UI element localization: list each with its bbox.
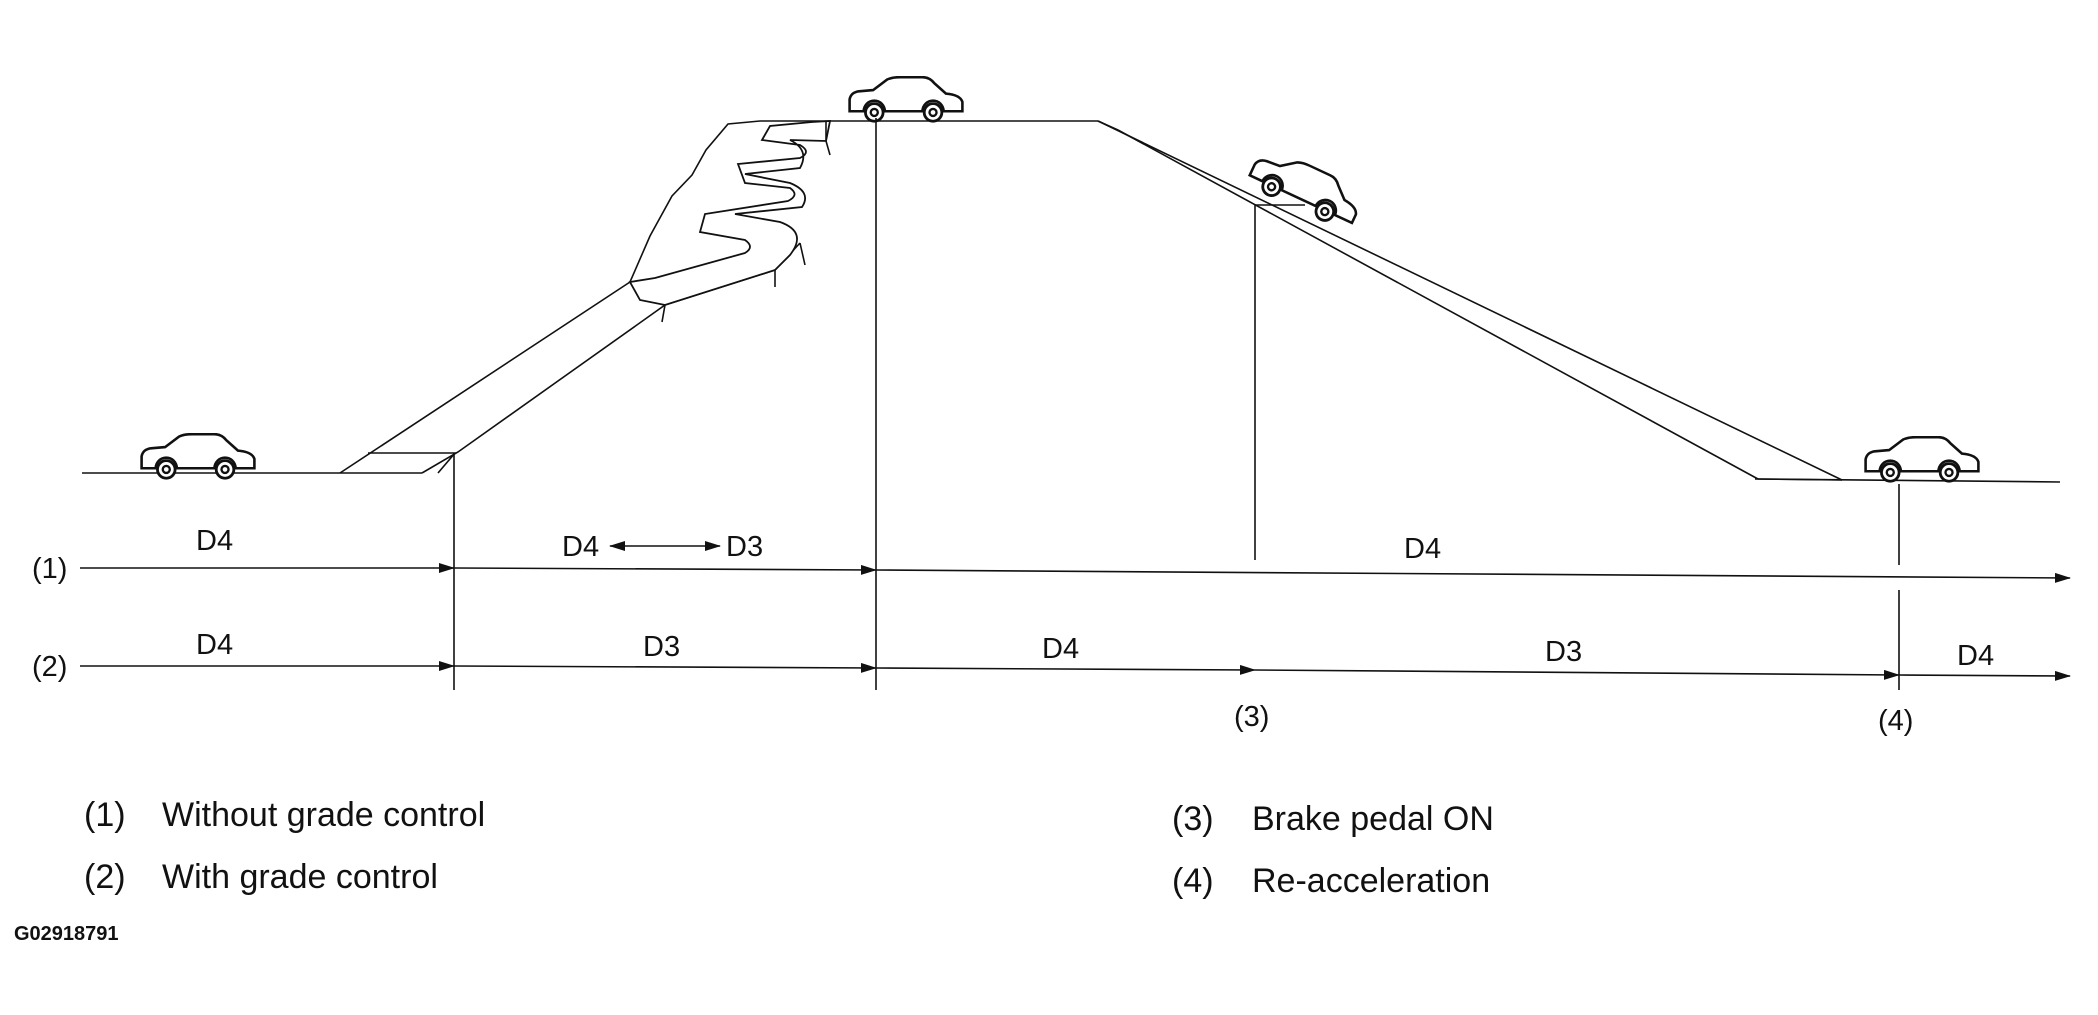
row1-segment-label: D4: [562, 531, 599, 563]
legend-number: (2): [84, 858, 126, 896]
row2-segment-label: D4: [1957, 640, 1994, 672]
row2-arrow: [875, 664, 1256, 675]
car-icon: [1864, 436, 1980, 483]
legend: (1) Without grade control (2) With grade…: [84, 796, 1494, 900]
row2-arrow: [1898, 670, 2071, 681]
marker-brake: (3): [1234, 701, 1269, 733]
marker-reacceleration: (4): [1878, 705, 1913, 737]
winding-road: [628, 120, 832, 306]
legend-text: Brake pedal ON: [1252, 800, 1494, 838]
row-label: (2): [32, 651, 67, 683]
legend-number: (4): [1172, 862, 1214, 900]
row1-arrow: [453, 564, 877, 575]
legend-text: With grade control: [162, 858, 438, 896]
downhill-inner: [1117, 129, 1759, 480]
legend-number: (1): [84, 796, 126, 834]
row2-segment-label: D4: [1042, 633, 1079, 665]
ridge-tick: [799, 242, 806, 266]
row2-segment-label: D3: [643, 631, 680, 663]
legend-number: (3): [1172, 800, 1214, 838]
car-icon: [140, 433, 256, 480]
vehicles: [140, 76, 1980, 483]
row1-arrow: [875, 569, 2071, 583]
car-icon: [1243, 142, 1368, 234]
separators: [453, 118, 1900, 690]
legend-text: Without grade control: [162, 796, 485, 834]
row-1: (1) D4 D4 D3 D4: [32, 525, 2071, 585]
row1-segment-label: D3: [726, 531, 763, 563]
uphill-base: [368, 452, 457, 474]
row-label: (1): [32, 553, 67, 585]
row1-segment-label: D4: [196, 525, 233, 557]
terrain: [82, 120, 2061, 483]
row2-segment-label: D3: [1545, 636, 1582, 668]
downhill-outer: [1097, 120, 1843, 481]
car-icon: [848, 76, 964, 123]
legend-text: Re-acceleration: [1252, 862, 1490, 900]
row2-arrow: [1254, 669, 1900, 680]
downhill-top-cap: [1097, 120, 1119, 131]
row1-segment-label: D4: [1404, 533, 1441, 565]
uphill-outer-slope: [339, 120, 830, 474]
figure-code: G02918791: [14, 923, 119, 945]
row2-arrow: [453, 662, 877, 673]
row2-segment-label: D4: [196, 629, 233, 661]
ridge-tick: [825, 140, 831, 156]
downhill-bottom-cap: [1757, 478, 1843, 481]
ridge-tick: [661, 304, 666, 323]
row-2: (2) D4 D3 D4 D3 D4: [32, 629, 2071, 683]
